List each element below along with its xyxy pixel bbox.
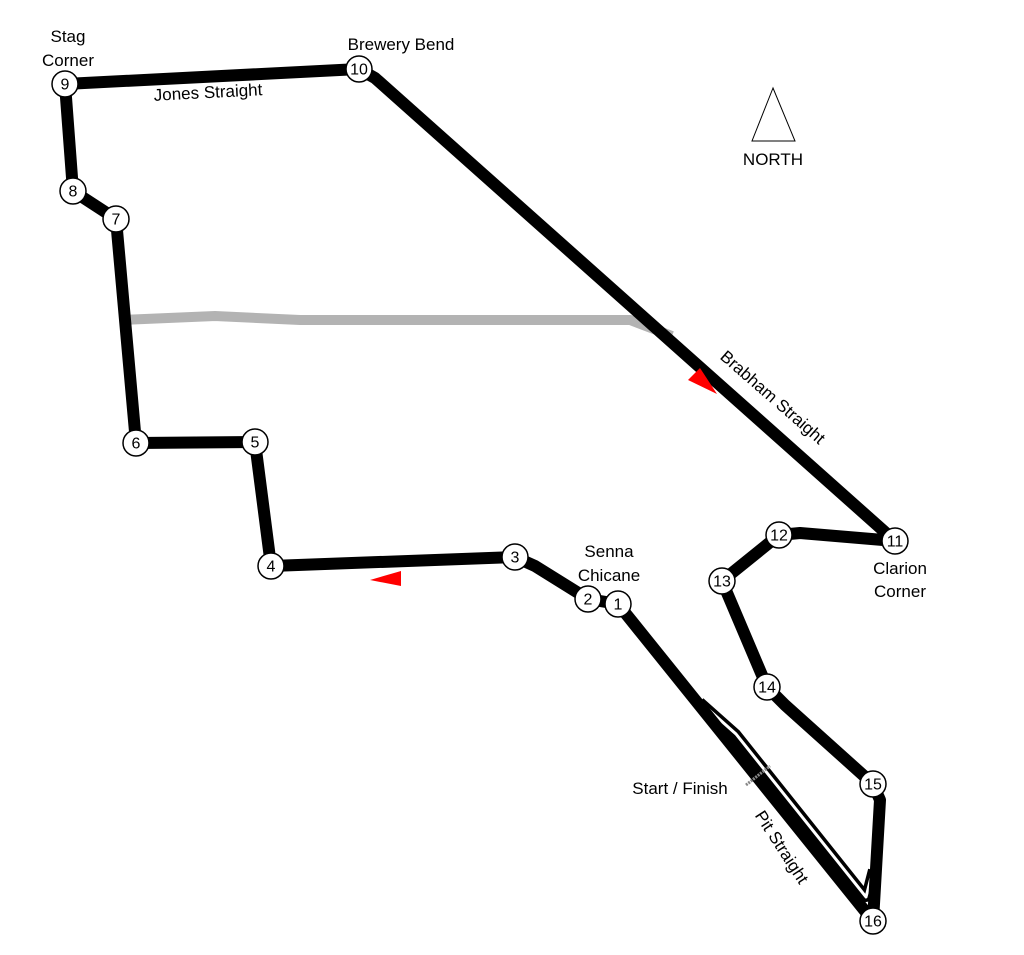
corner-number: 15 — [864, 777, 882, 794]
brewery-bend-label: Brewery Bend — [348, 35, 455, 54]
corner-circle — [708, 567, 736, 595]
corner-number: 1 — [614, 597, 623, 614]
corner-number: 2 — [584, 592, 593, 609]
corner-marker: 6 — [122, 429, 150, 457]
corner-number: 14 — [758, 680, 776, 697]
corner-marker: 8 — [59, 177, 87, 205]
old-road — [119, 310, 674, 341]
corner-circle — [753, 673, 781, 701]
corner-marker: 13 — [708, 567, 736, 595]
corner-circle — [859, 907, 887, 935]
senna-chicane-label: Senna — [584, 542, 634, 561]
corner-marker: 4 — [257, 552, 285, 580]
corner-number: 9 — [61, 77, 70, 94]
corner-circle — [881, 527, 909, 555]
corner-circle — [501, 543, 529, 571]
corner-number: 4 — [267, 559, 276, 576]
corner-marker: 9 — [51, 70, 79, 98]
corner-number: 3 — [511, 550, 520, 567]
corner-marker: 15 — [859, 770, 887, 798]
corner-circle — [604, 590, 632, 618]
corner-marker: 10 — [345, 55, 373, 83]
senna-chicane-label: Chicane — [578, 566, 640, 585]
corner-circle — [257, 552, 285, 580]
corner-number: 11 — [887, 534, 904, 551]
track — [59, 63, 901, 927]
corner-marker: 5 — [241, 428, 269, 456]
corner-marker: 14 — [753, 673, 781, 701]
start-finish-line — [745, 764, 771, 787]
corner-number: 8 — [69, 184, 78, 201]
corner-circle — [59, 177, 87, 205]
corner-marker: 7 — [102, 205, 130, 233]
corner-circle — [122, 429, 150, 457]
corner-circle — [765, 521, 793, 549]
stag-corner-label: Corner — [42, 51, 94, 70]
north-label: NORTH — [743, 150, 803, 169]
corner-number: 6 — [132, 436, 141, 453]
corner-circle — [345, 55, 373, 83]
corner-marker: 12 — [765, 521, 793, 549]
clarion-corner-label: Clarion — [873, 559, 927, 578]
corner-marker: 3 — [501, 543, 529, 571]
corner-marker: 11 — [881, 527, 909, 555]
corner-number: 16 — [864, 914, 882, 931]
corner-circle — [574, 585, 602, 613]
corner-marker: 2 — [574, 585, 602, 613]
clarion-corner-label: Corner — [874, 582, 926, 601]
corner-number: 13 — [713, 574, 731, 591]
north-arrow-icon — [751, 86, 796, 142]
direction-arrow — [688, 368, 717, 394]
stag-corner-label: Stag — [51, 27, 86, 46]
corner-circle — [241, 428, 269, 456]
start-finish-label: Start / Finish — [632, 779, 727, 798]
corner-number: 5 — [251, 435, 260, 452]
corner-number: 12 — [770, 528, 788, 545]
corner-marker: 16 — [859, 907, 887, 935]
corner-circle — [859, 770, 887, 798]
corner-circle — [51, 70, 79, 98]
corner-marker: 1 — [604, 590, 632, 618]
corner-number: 7 — [112, 212, 121, 229]
corner-number: 10 — [350, 62, 368, 79]
direction-arrow — [370, 571, 401, 586]
corner-circle — [102, 205, 130, 233]
